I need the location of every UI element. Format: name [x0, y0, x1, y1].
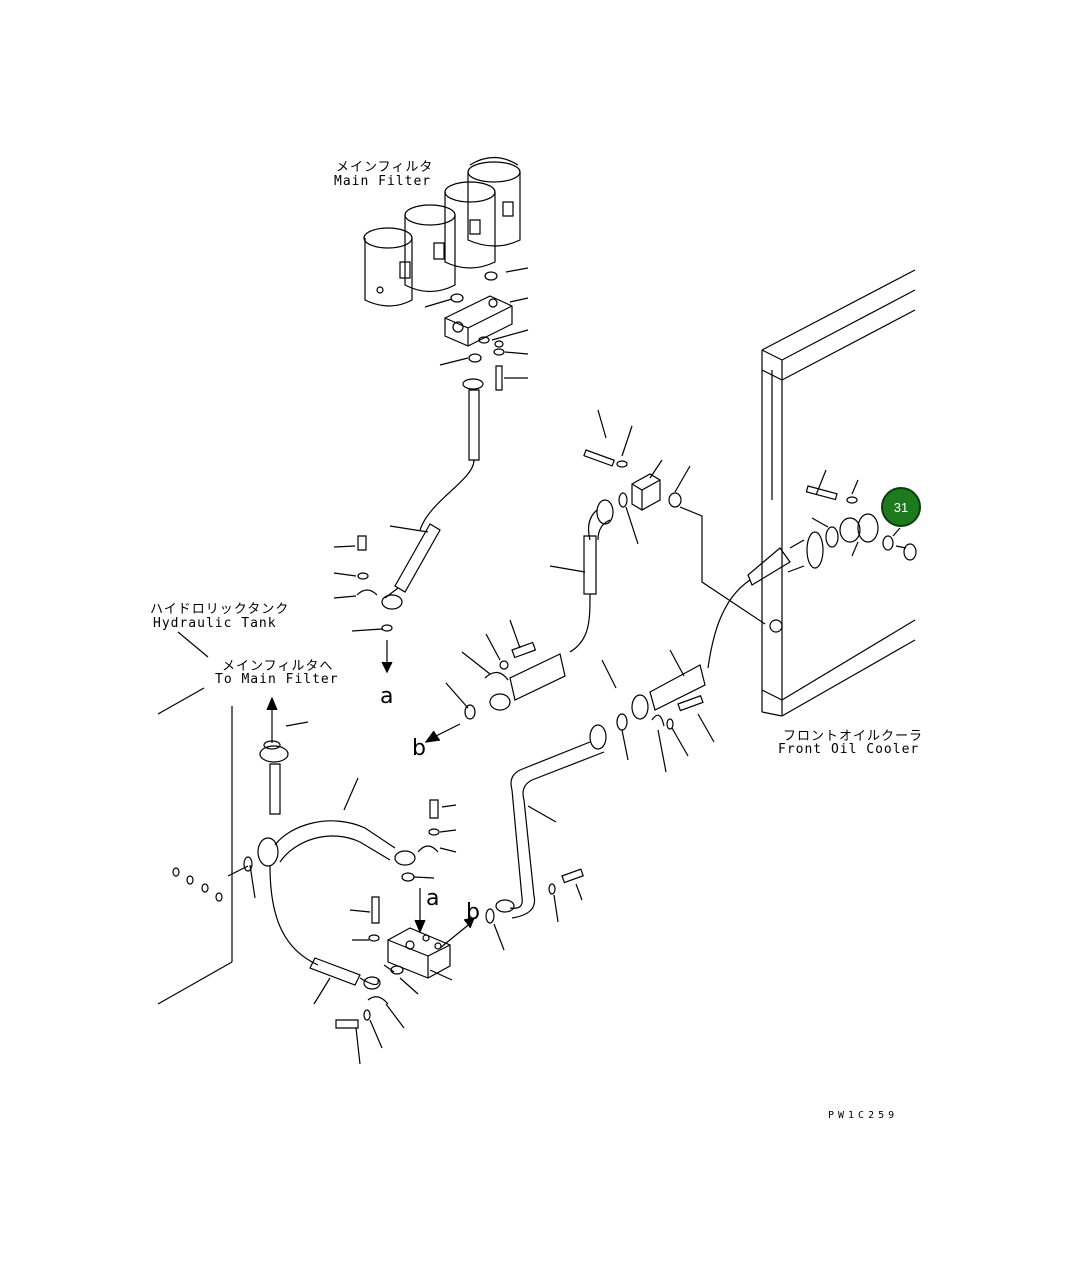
lower-tank-hose — [270, 866, 404, 1064]
lower-valve-block — [350, 888, 474, 994]
upper-tank-hose — [173, 722, 415, 901]
main-filter-assembly — [364, 158, 520, 307]
part-callout-31[interactable]: 31 — [881, 487, 921, 527]
tank-leader-lines — [158, 632, 277, 1004]
cooler-inlet-hose — [426, 410, 765, 742]
front-oil-cooler-label-en: Front Oil Cooler — [778, 742, 920, 757]
connection-letter-a-bottom: a — [426, 886, 440, 911]
connection-letter-b-bottom: b — [466, 900, 480, 925]
filter-head-block — [425, 268, 528, 390]
to-main-filter-label-jp: メインフィルタへ — [222, 659, 334, 674]
cooler-outlet-hose — [602, 532, 823, 772]
hydraulic-tank-label-en: Hydraulic Tank — [153, 616, 277, 631]
hydraulic-tank-label-jp: ハイドロリックタンク — [150, 602, 290, 617]
tank-clamp-hardware — [402, 800, 456, 881]
part-callout-number: 31 — [893, 499, 909, 515]
connection-letter-a-top: a — [380, 684, 394, 709]
rigid-tube — [486, 725, 606, 950]
connection-letter-b-left: b — [412, 736, 426, 761]
to-main-filter-label-en: To Main Filter — [215, 672, 339, 687]
hose-filter-to-tank — [334, 379, 483, 672]
main-filter-label-en: Main Filter — [334, 174, 432, 189]
drawing-code: PW1C259 — [828, 1110, 899, 1121]
main-filter-label-jp: メインフィルタ — [336, 160, 434, 175]
front-oil-cooler-label-jp: フロントオイルクーラ — [783, 729, 924, 744]
front-oil-cooler — [762, 270, 916, 716]
